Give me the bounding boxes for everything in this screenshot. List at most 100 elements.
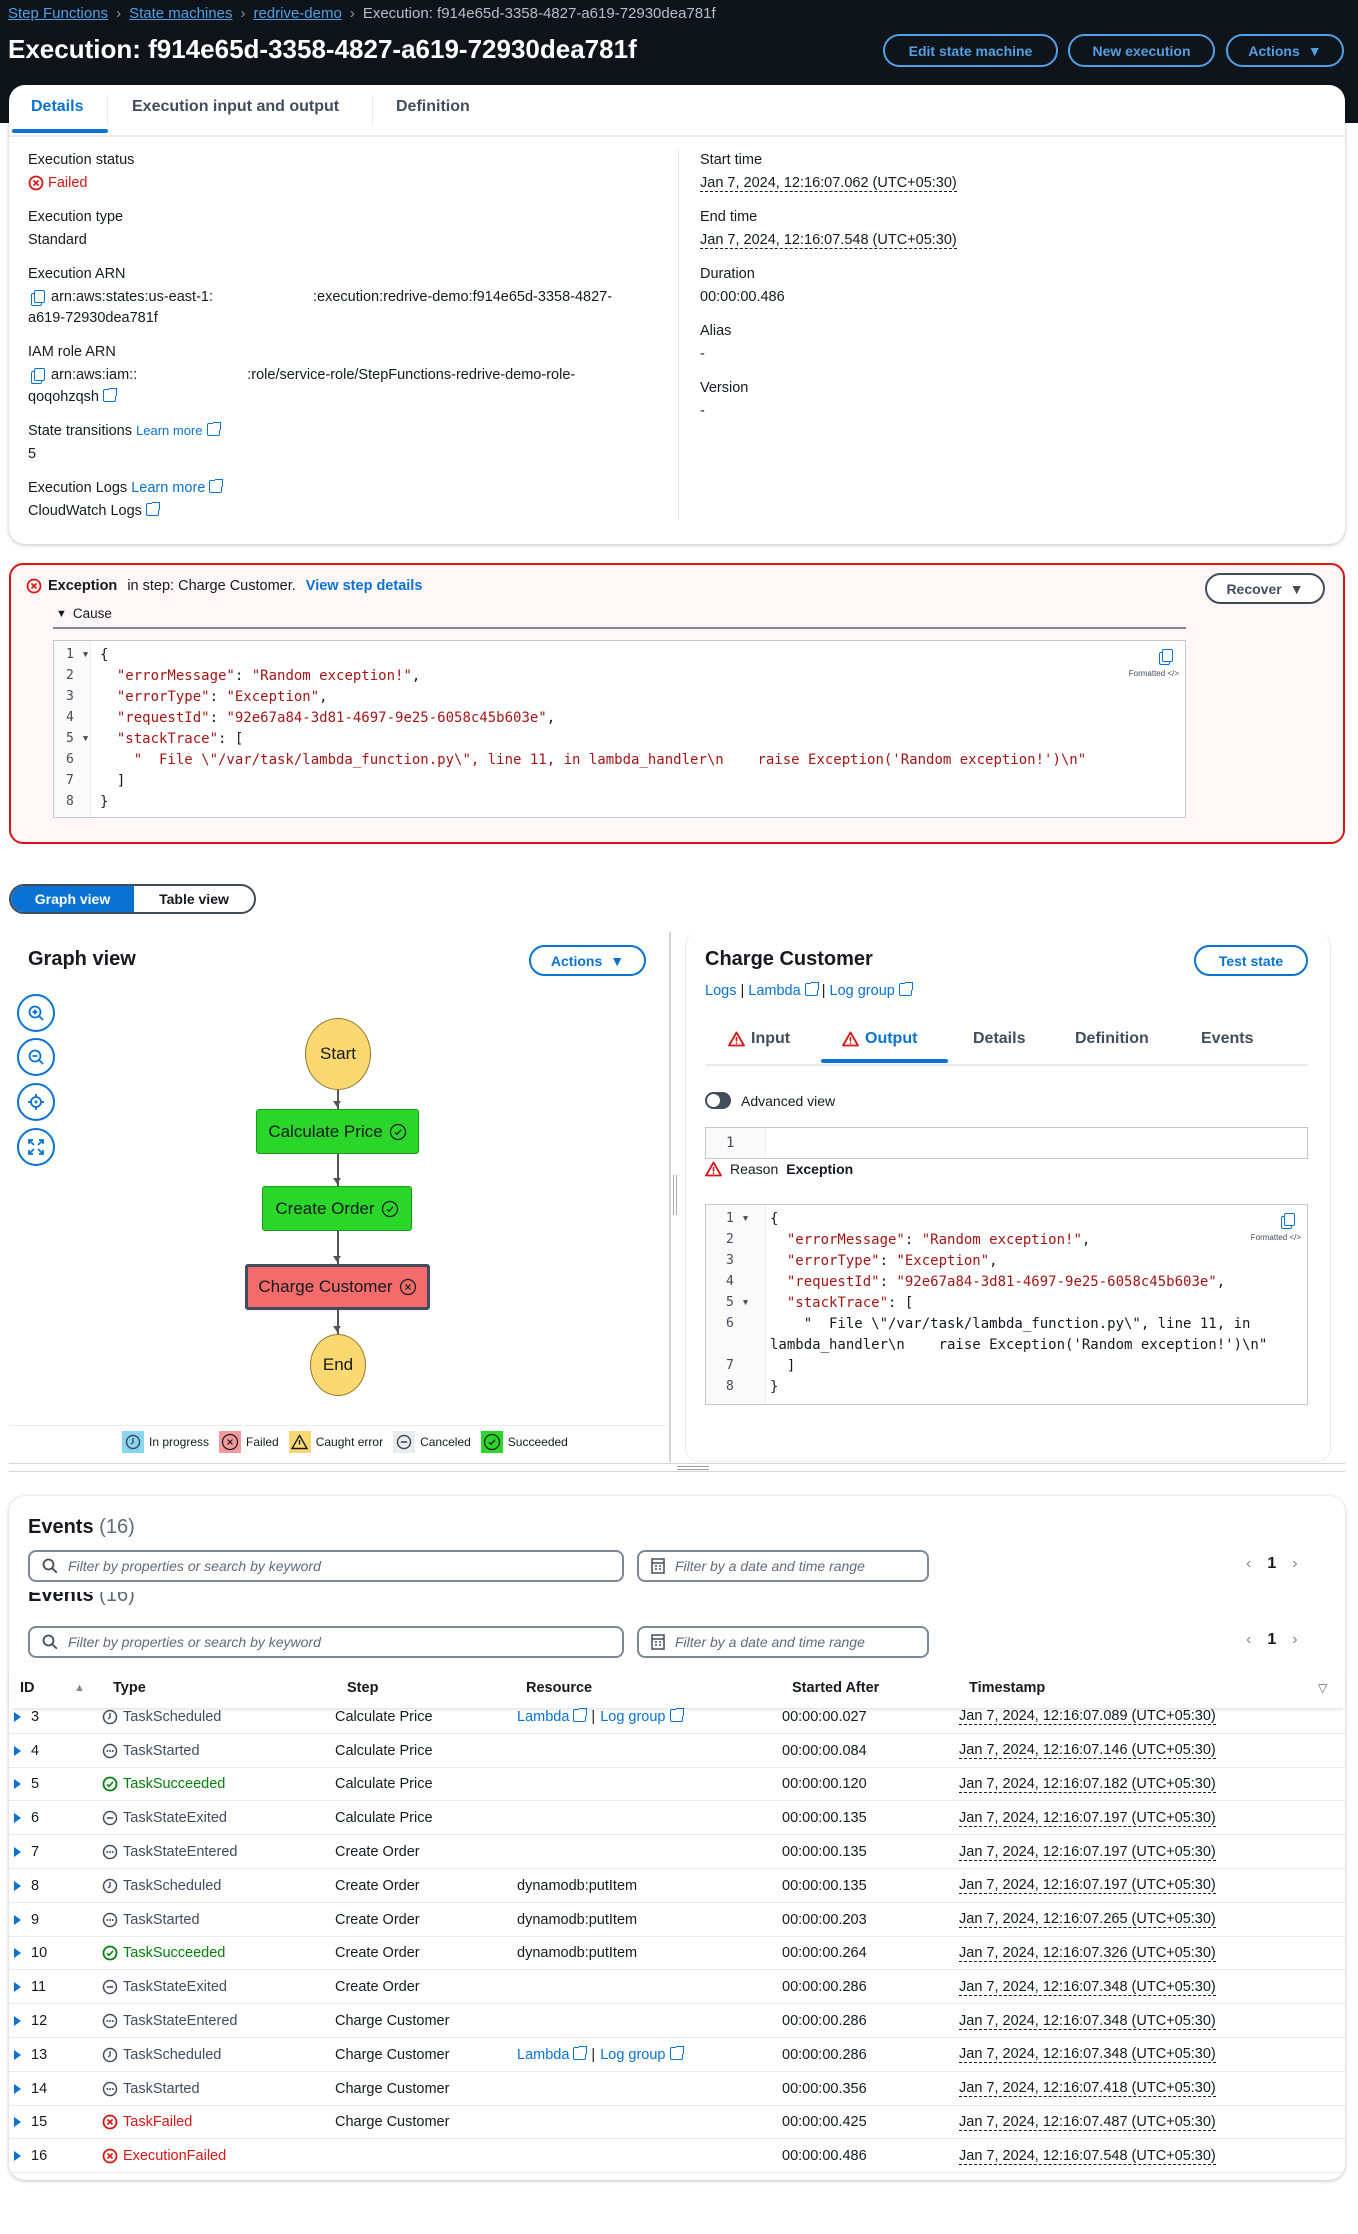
node-end[interactable]: End (310, 1334, 366, 1396)
cause-code-editor[interactable]: 1 ▾{2 "errorMessage": "Random exception!… (53, 640, 1186, 818)
table-row[interactable]: 11 TaskStateExited Create Order 00:00:00… (9, 1970, 1345, 2005)
table-row[interactable]: 12 TaskStateEntered Charge Customer 00:0… (9, 2004, 1345, 2038)
table-row[interactable]: 15 TaskFailed Charge Customer 00:00:00.4… (9, 2106, 1345, 2140)
sort-ascending-icon[interactable]: ▲ (74, 1682, 85, 1694)
toggle-switch[interactable] (705, 1092, 731, 1109)
table-row[interactable]: 16 ExecutionFailed 00:00:00.486 Jan 7, 2… (9, 2139, 1345, 2174)
node-calculate-price[interactable]: Calculate Price (256, 1109, 419, 1154)
expand-row-icon[interactable] (14, 2049, 21, 2060)
node-charge-customer[interactable]: Charge Customer (245, 1264, 430, 1310)
breadcrumb-redrive-demo[interactable]: redrive-demo (253, 5, 342, 22)
chevron-left-icon[interactable]: ‹ (1246, 1631, 1252, 1648)
table-row[interactable]: 6 TaskStateExited Calculate Price 00:00:… (9, 1801, 1345, 1836)
cloudwatch-logs-link[interactable]: CloudWatch Logs (28, 502, 160, 519)
tab-execution-input-output[interactable]: Execution input and output (132, 98, 340, 115)
log-group-link[interactable]: Log group (830, 982, 913, 999)
iam-role-link-cont[interactable]: qoqohzqsh (28, 388, 117, 405)
view-step-details-link[interactable]: View step details (305, 578, 423, 594)
table-row[interactable]: 8 TaskScheduled Create Order dynamodb:pu… (9, 1869, 1345, 1903)
table-row[interactable]: 3 TaskScheduled Calculate Price Lambda |… (9, 1700, 1345, 1734)
expand-row-icon[interactable] (14, 1914, 21, 1925)
recover-button[interactable]: Recover▼ (1205, 573, 1325, 604)
learn-more-link[interactable]: Learn more (136, 422, 221, 438)
zoom-out-button[interactable] (17, 1038, 55, 1076)
column-header-step[interactable]: Step (347, 1680, 379, 1696)
breadcrumb-state-machines[interactable]: State machines (129, 5, 233, 22)
panel-splitter-vertical[interactable] (669, 932, 671, 1462)
table-row[interactable]: 13 TaskScheduled Charge Customer Lambda … (9, 2038, 1345, 2072)
expand-row-icon[interactable] (14, 2117, 21, 2128)
advanced-view-toggle[interactable]: Advanced view (705, 1092, 835, 1109)
table-row[interactable]: 4 TaskStarted Calculate Price 00:00:00.0… (9, 1734, 1345, 1768)
actions-button[interactable]: Actions▼ (1226, 34, 1344, 67)
column-header-type[interactable]: Type (113, 1680, 146, 1696)
iam-role-link[interactable]: arn:aws:iam:::role/service-role/StepFunc… (34, 367, 575, 383)
fit-button[interactable] (17, 1128, 55, 1166)
formatted-toggle[interactable]: Formatted </> (1128, 669, 1179, 678)
log-group-link[interactable]: Log group (600, 2045, 684, 2063)
center-button[interactable] (17, 1083, 55, 1121)
table-row[interactable]: 14 TaskStarted Charge Customer 00:00:00.… (9, 2072, 1345, 2106)
table-view-toggle[interactable]: Table view (159, 891, 229, 907)
tab-details[interactable]: Details (31, 98, 84, 115)
step-tab-input[interactable]: Input (728, 1030, 790, 1048)
node-start[interactable]: Start (305, 1018, 371, 1090)
expand-row-icon[interactable] (14, 1813, 21, 1824)
panel-splitter-horizontal[interactable] (9, 1463, 1345, 1472)
formatted-toggle[interactable]: Formatted </> (1250, 1233, 1301, 1242)
node-create-order[interactable]: Create Order (262, 1186, 412, 1231)
expand-row-icon[interactable] (14, 1847, 21, 1858)
lambda-link[interactable]: Lambda (517, 1707, 588, 1725)
output-code-editor[interactable]: 1 ▾{2 "errorMessage": "Random exception!… (705, 1204, 1308, 1405)
test-state-button[interactable]: Test state (1194, 945, 1308, 976)
copy-icon[interactable] (34, 290, 45, 303)
tab-definition[interactable]: Definition (396, 98, 470, 115)
lambda-link[interactable]: Lambda (748, 982, 819, 999)
lambda-link[interactable]: Lambda (517, 2045, 588, 2063)
events-search-input[interactable]: Filter by properties or search by keywor… (28, 1550, 624, 1582)
chevron-left-icon[interactable]: ‹ (1246, 1555, 1252, 1572)
expand-row-icon[interactable] (14, 1880, 21, 1891)
table-row[interactable]: 9 TaskStarted Create Order dynamodb:putI… (9, 1903, 1345, 1937)
expand-row-icon[interactable] (14, 2151, 21, 2162)
step-tab-events[interactable]: Events (1201, 1030, 1254, 1047)
chevron-right-icon[interactable]: › (1292, 1555, 1298, 1572)
copy-icon[interactable] (1162, 649, 1173, 662)
expand-row-icon[interactable] (14, 1779, 21, 1790)
graph-actions-button[interactable]: Actions▼ (529, 945, 646, 976)
table-row[interactable]: 5 TaskSucceeded Calculate Price 00:00:00… (9, 1768, 1345, 1802)
events-search-input-sticky[interactable]: Filter by properties or search by keywor… (28, 1626, 624, 1658)
graph-view-toggle[interactable]: Graph view (11, 886, 134, 912)
zoom-in-button[interactable] (17, 994, 55, 1032)
date-range-filter-sticky[interactable]: Filter by a date and time range (637, 1626, 929, 1658)
expand-row-icon[interactable] (14, 1711, 21, 1722)
step-tab-details[interactable]: Details (973, 1030, 1026, 1047)
date-range-filter[interactable]: Filter by a date and time range (637, 1550, 929, 1582)
expand-row-icon[interactable] (14, 2083, 21, 2094)
expand-row-icon[interactable] (14, 1982, 21, 1993)
input-code-editor[interactable]: 1 (705, 1127, 1308, 1159)
logs-link[interactable]: Logs (705, 983, 737, 999)
new-execution-button[interactable]: New execution (1068, 34, 1215, 67)
step-tab-definition[interactable]: Definition (1075, 1030, 1149, 1047)
column-header-started-after[interactable]: Started After (792, 1680, 880, 1696)
page-number[interactable]: 1 (1267, 1631, 1277, 1648)
copy-icon[interactable] (34, 368, 45, 381)
breadcrumb-step-functions[interactable]: Step Functions (8, 5, 109, 22)
splitter-handle[interactable] (673, 1175, 677, 1215)
step-tab-output[interactable]: Output (842, 1030, 917, 1048)
column-header-timestamp[interactable]: Timestamp (969, 1680, 1046, 1696)
column-header-id[interactable]: ID (20, 1680, 35, 1696)
chevron-right-icon[interactable]: › (1292, 1631, 1298, 1648)
copy-icon[interactable] (1284, 1213, 1295, 1226)
page-number[interactable]: 1 (1267, 1555, 1277, 1572)
expand-row-icon[interactable] (14, 2016, 21, 2027)
table-row[interactable]: 7 TaskStateEntered Create Order 00:00:00… (9, 1835, 1345, 1869)
filter-caret-icon[interactable]: ▽ (1318, 1681, 1328, 1695)
column-header-resource[interactable]: Resource (526, 1680, 593, 1696)
expand-row-icon[interactable] (14, 1745, 21, 1756)
logs-learn-more-link[interactable]: Learn more (131, 479, 224, 496)
splitter-handle[interactable] (677, 1466, 709, 1470)
expand-row-icon[interactable] (14, 1948, 21, 1959)
log-group-link[interactable]: Log group (600, 1707, 684, 1725)
